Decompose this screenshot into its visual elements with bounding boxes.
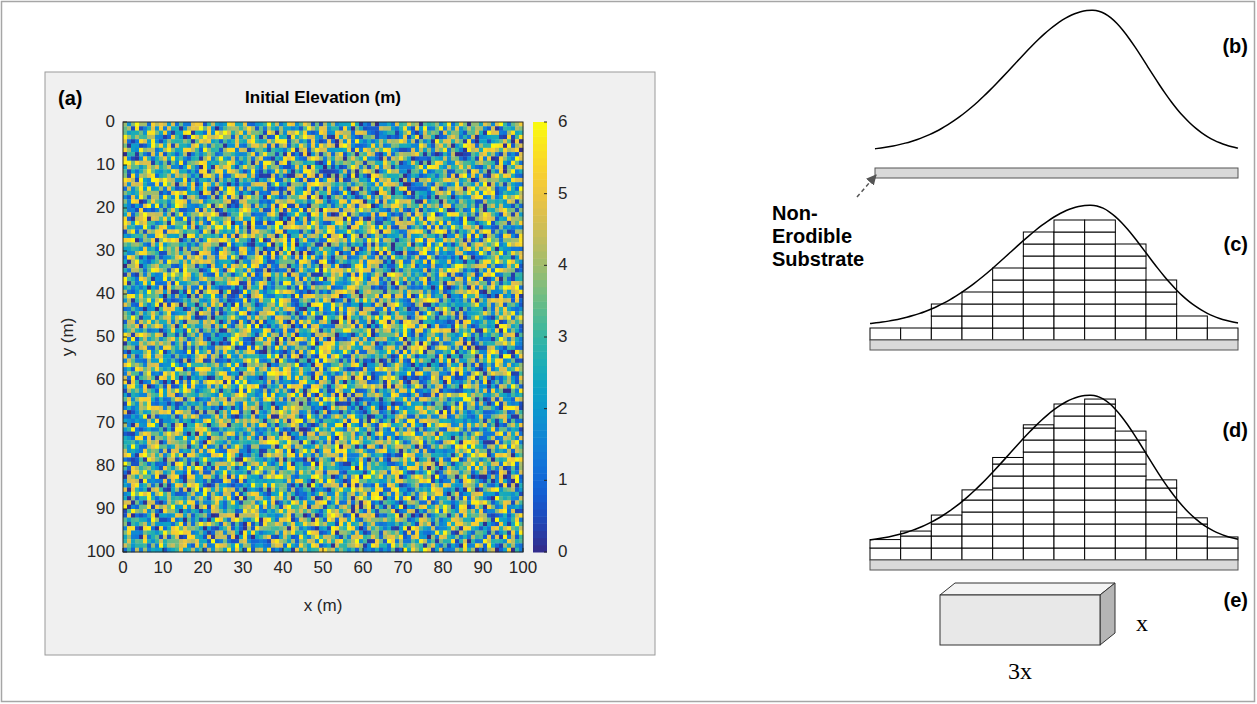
- figure-stage: (a)Initial Elevation (m)0102030405060708…: [0, 0, 1257, 704]
